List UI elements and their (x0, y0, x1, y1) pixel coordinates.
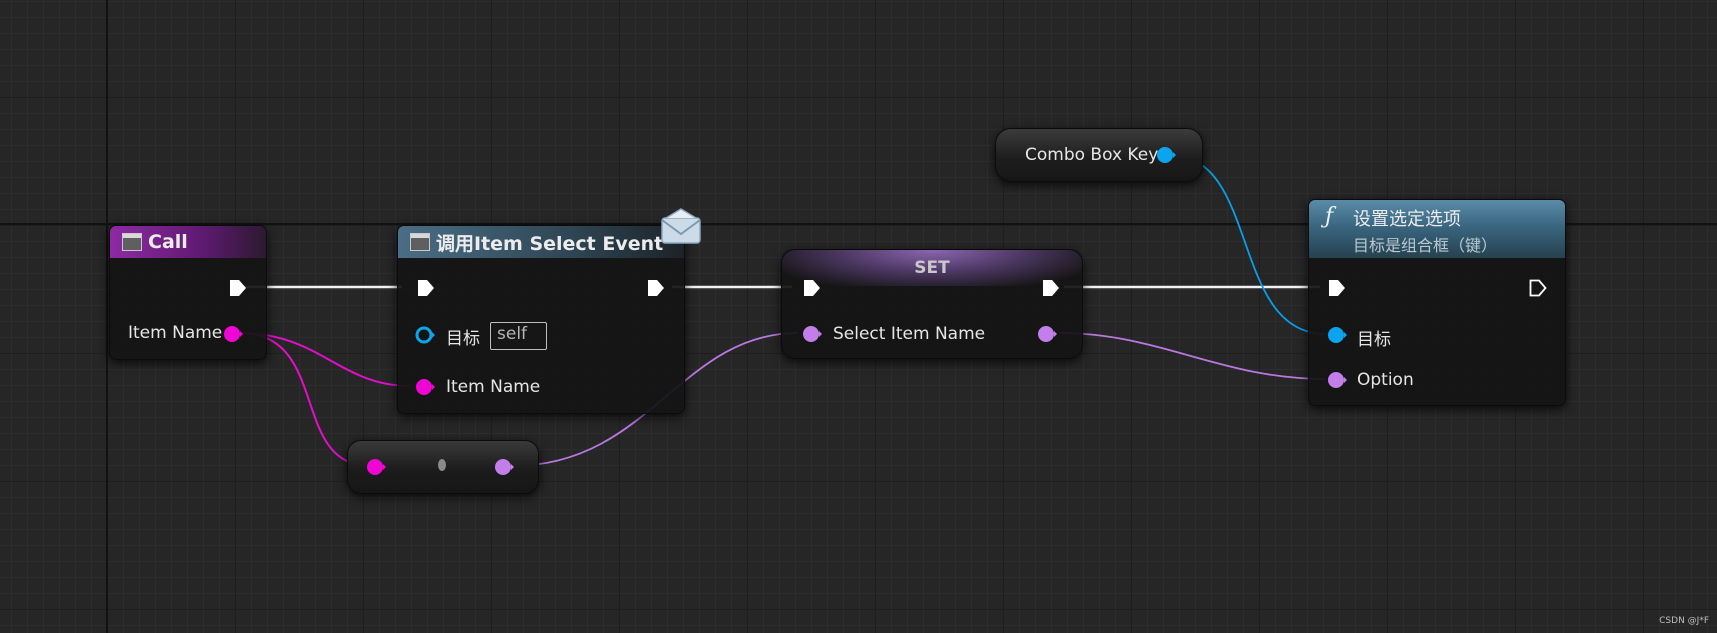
exec-out-pin-icon[interactable] (228, 278, 248, 298)
item-name-pin-label: Item Name (128, 323, 223, 343)
set-node-title: SET (914, 258, 950, 278)
option-in-pin-icon[interactable] (1327, 370, 1347, 390)
call-node-header[interactable]: Call (110, 226, 266, 258)
select-item-name-pin-label: Select Item Name (833, 324, 986, 344)
exec-out-pin-icon[interactable] (1528, 278, 1548, 298)
call-node[interactable]: Call Item Name (109, 225, 267, 360)
watermark: CSDN @J*F (1659, 616, 1709, 626)
item-name-pin-label: Item Name (446, 377, 541, 397)
conversion-node[interactable] (347, 440, 539, 494)
conversion-in-pin-icon[interactable] (366, 457, 386, 477)
node-icon (122, 233, 142, 251)
node-icon (410, 233, 430, 251)
envelope-icon (661, 208, 701, 244)
target-pin-icon[interactable] (415, 325, 435, 345)
set-node-header[interactable]: SET (782, 250, 1082, 286)
combo-box-key-out-pin-icon[interactable] (1156, 145, 1176, 165)
target-in-pin-icon[interactable] (1327, 325, 1347, 345)
combo-box-key-label: Combo Box Key (1025, 145, 1159, 165)
string-wire-itemname-to-convert[interactable] (239, 332, 371, 467)
item-name-in-pin-icon[interactable] (415, 377, 435, 397)
exec-in-pin-icon[interactable] (1327, 278, 1347, 298)
select-item-name-out-pin-icon[interactable] (1037, 324, 1057, 344)
option-pin-label: Option (1357, 370, 1414, 390)
function-icon: ƒ (1325, 204, 1334, 229)
call-event-node-title: 调用Item Select Event (436, 232, 664, 255)
exec-out-pin-icon[interactable] (646, 278, 666, 298)
set-selected-option-header[interactable]: ƒ 设置选定选项 目标是组合框（键） (1309, 200, 1565, 258)
call-event-node[interactable]: 调用Item Select Event 目标 self Item Name (397, 225, 685, 414)
object-wire-combokey-to-target[interactable] (1169, 154, 1327, 335)
set-selected-option-title: 设置选定选项 (1353, 209, 1461, 230)
select-item-name-in-pin-icon[interactable] (802, 324, 822, 344)
exec-in-pin-icon[interactable] (416, 278, 436, 298)
target-pin-label: 目标 (1357, 330, 1391, 350)
set-node[interactable]: SET Select Item Name (781, 249, 1083, 359)
graph-axis-horizontal (0, 223, 1717, 225)
exec-in-pin-icon[interactable] (802, 278, 822, 298)
set-selected-option-subtitle: 目标是组合框（键） (1353, 236, 1498, 255)
combo-box-key-node[interactable]: Combo Box Key (995, 128, 1203, 182)
call-event-node-header[interactable]: 调用Item Select Event (398, 226, 684, 258)
exec-out-pin-icon[interactable] (1041, 278, 1061, 298)
conversion-dot-icon (438, 459, 446, 471)
name-wire-set-to-option[interactable] (1059, 332, 1327, 380)
item-name-out-pin-icon[interactable] (223, 324, 243, 344)
conversion-out-pin-icon[interactable] (494, 457, 514, 477)
graph-axis-vertical (106, 0, 108, 633)
target-pin-label: 目标 (446, 329, 480, 349)
set-selected-option-node[interactable]: ƒ 设置选定选项 目标是组合框（键） 目标 Option (1308, 199, 1566, 406)
call-node-title: Call (148, 231, 188, 253)
target-self-field[interactable]: self (490, 322, 547, 350)
